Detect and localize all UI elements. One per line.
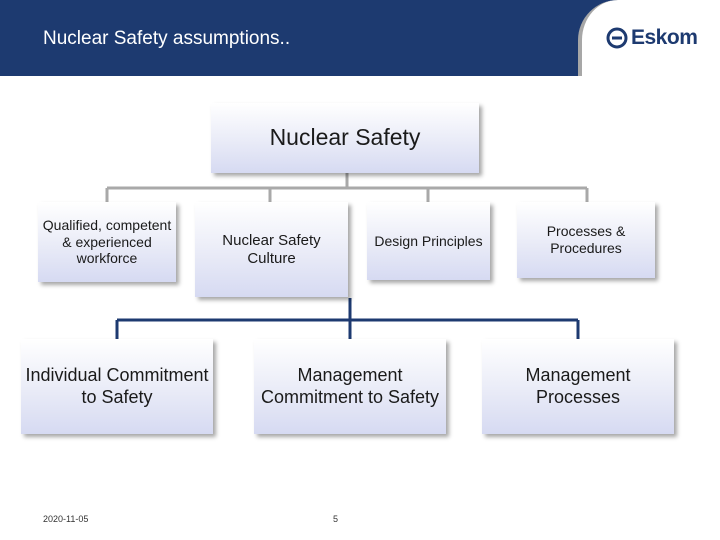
box-label: Design Principles — [374, 232, 483, 249]
eskom-logo: Eskom — [606, 26, 698, 50]
box-individual-commitment: Individual Commitment to Safety — [21, 339, 213, 434]
box-management-commitment: Management Commitment to Safety — [254, 339, 446, 434]
logo-text: Eskom — [631, 26, 698, 49]
box-management-processes: Management Processes — [482, 339, 674, 434]
eskom-emblem-icon — [606, 27, 628, 49]
footer-page-number: 5 — [333, 514, 339, 524]
box-processes-procedures: Processes & Procedures — [517, 202, 655, 278]
logo-area: Eskom — [578, 0, 720, 76]
box-label: Processes & Procedures — [546, 223, 626, 256]
box-nuclear-safety-culture: Nuclear Safety Culture — [195, 202, 348, 297]
box-nuclear-safety: Nuclear Safety — [211, 103, 479, 173]
slide-title: Nuclear Safety assumptions.. — [43, 28, 291, 49]
box-label: Management Processes — [525, 364, 631, 407]
box-label: Nuclear Safety Culture — [222, 231, 321, 267]
box-design-principles: Design Principles — [367, 202, 490, 280]
footer-date: 2020-11-05 — [43, 514, 89, 524]
box-label: Nuclear Safety — [269, 124, 421, 151]
box-label: Qualified, competent & experienced workf… — [42, 216, 172, 267]
box-qualified-workforce: Qualified, competent & experienced workf… — [38, 202, 176, 282]
box-label: Management Commitment to Safety — [260, 364, 440, 407]
box-label: Individual Commitment to Safety — [25, 364, 209, 407]
